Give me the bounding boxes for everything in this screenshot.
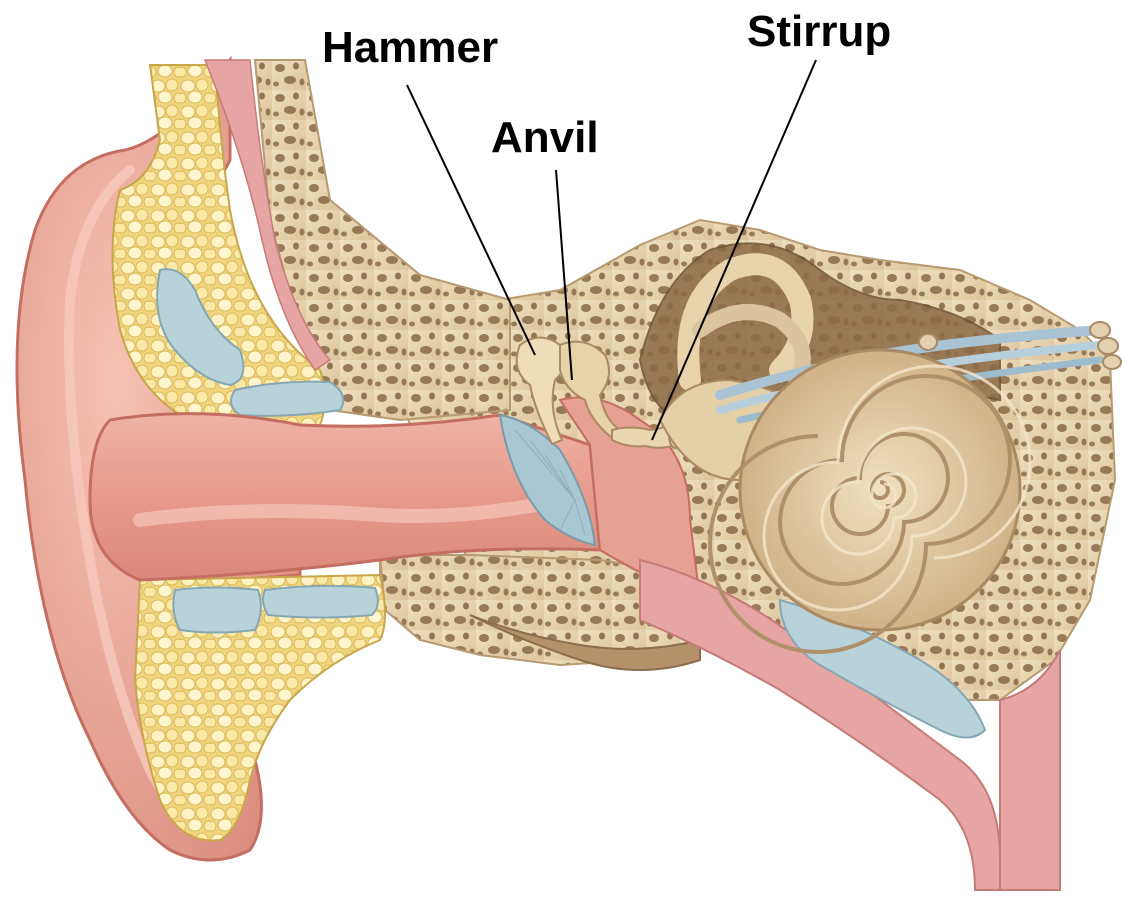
anvil-label: Anvil [491,113,599,162]
hammer-label: Hammer [322,23,498,72]
cartilage-lower-1 [173,588,261,633]
cartilage-lower-2 [263,586,378,618]
cartilage-upper-2 [231,382,343,416]
stirrup-label: Stirrup [747,7,891,56]
